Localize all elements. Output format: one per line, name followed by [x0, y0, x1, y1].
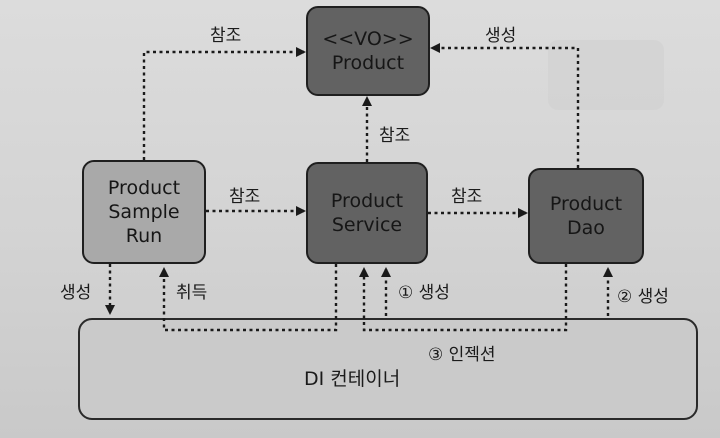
label-run-obtains: 취득 [176, 283, 208, 303]
label-run-to-vo: 참조 [210, 26, 242, 46]
label-create-service: ① 생성 [398, 283, 450, 303]
arrow-run-obtains [159, 264, 338, 332]
background-print-shadow [548, 40, 664, 110]
arrow-dao-to-vo [430, 43, 580, 168]
di-container-box [78, 318, 698, 420]
arrow-run-to-vo [142, 47, 306, 160]
label-service-to-dao: 참조 [451, 187, 483, 207]
label-create-dao: ② 생성 [617, 287, 669, 307]
arrow-inject [359, 264, 568, 332]
label-inject: ③ 인젝션 [428, 345, 496, 365]
label-run-to-service: 참조 [229, 187, 261, 207]
product-service-node: Product Service [306, 162, 428, 264]
di-container-label: DI 컨테이너 [304, 368, 401, 390]
label-service-to-vo: 참조 [379, 126, 411, 146]
product-sample-run-node: Product Sample Run [82, 160, 206, 264]
label-container-creates-run: 생성 [60, 283, 92, 303]
vo-product-node: <<VO>> Product [306, 6, 430, 96]
label-dao-to-vo: 생성 [485, 26, 517, 46]
product-dao-node: Product Dao [528, 168, 644, 264]
